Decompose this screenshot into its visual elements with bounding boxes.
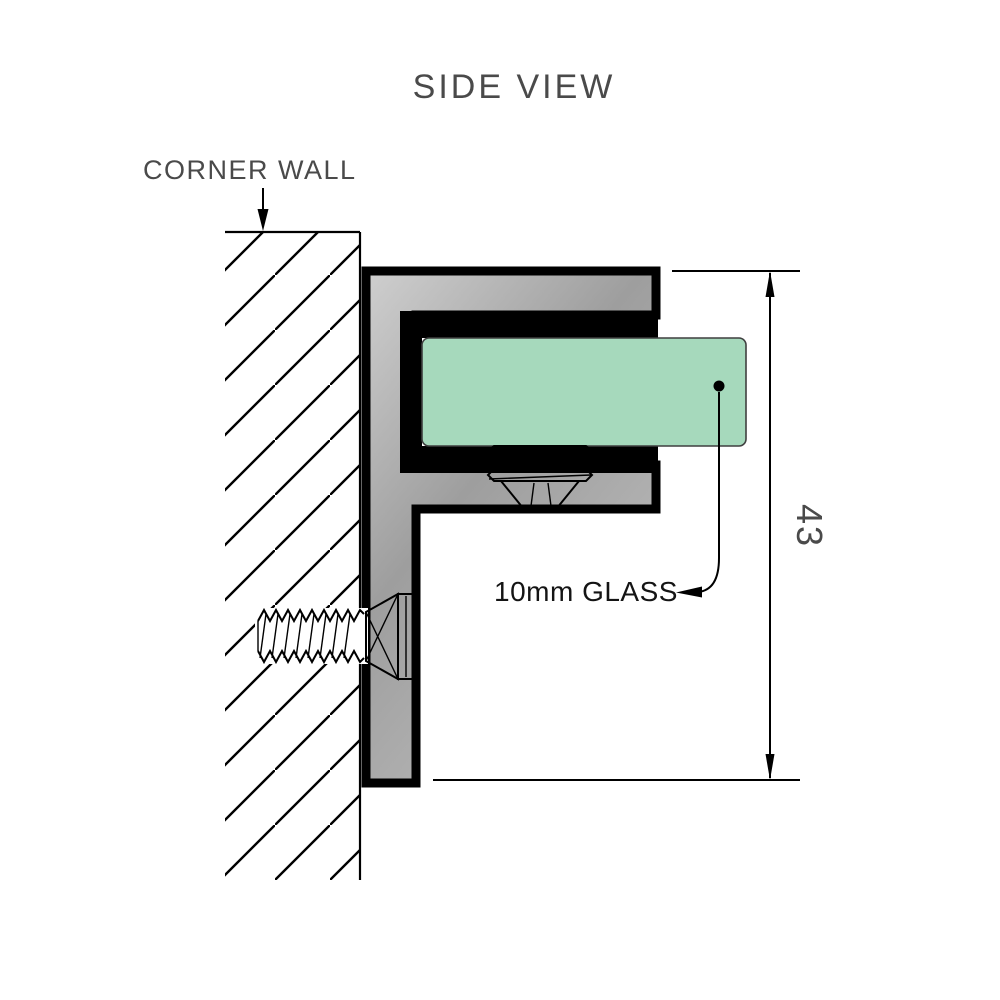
wall-screw — [255, 592, 415, 681]
thread-line — [331, 613, 339, 659]
thread-line — [319, 613, 327, 659]
dimension-arrowhead-top-icon — [765, 271, 775, 297]
dimension-arrowhead-bottom-icon — [765, 754, 775, 780]
thread-line — [307, 613, 315, 659]
page-title: SIDE VIEW — [413, 68, 616, 106]
thread-line — [283, 613, 291, 659]
wall-section — [225, 230, 362, 880]
thread-line — [488, 463, 592, 469]
wall-screw-thread-top — [257, 607, 365, 624]
glass-clamp-bracket — [361, 266, 661, 788]
thread-line — [271, 613, 279, 659]
corner-wall-arrowhead-icon — [257, 209, 269, 231]
glass-callout-dot — [713, 380, 725, 392]
height-dimension: 43 — [433, 270, 830, 781]
thread-line — [488, 451, 592, 457]
screw-head-cross-line — [365, 593, 399, 662]
grub-screw-tip — [498, 480, 582, 509]
grub-screw-detail-line — [547, 482, 552, 507]
wall-screw-head-cap — [397, 593, 415, 680]
thread-line — [343, 613, 351, 659]
glass-label: 10mm GLASS — [494, 576, 678, 607]
wall-screw-thread-bottom — [257, 648, 365, 665]
glass-leader-line — [697, 392, 720, 593]
corner-wall-callout: CORNER WALL — [143, 155, 357, 231]
grub-screw — [486, 445, 594, 509]
thread-line — [295, 613, 303, 659]
screw-head-cross-line — [365, 611, 399, 680]
glass-leader-arrowhead-icon — [676, 586, 702, 598]
thread-line — [488, 474, 592, 480]
grub-screw-detail-line — [530, 482, 535, 507]
channel-gasket — [400, 311, 658, 473]
grub-screw-threads — [486, 445, 594, 482]
corner-wall-label: CORNER WALL — [143, 155, 357, 185]
thread-line — [259, 613, 267, 659]
glass-panel — [421, 337, 747, 447]
glass-callout: 10mm GLASS — [494, 380, 725, 607]
wall-hatching — [225, 232, 360, 880]
dimension-value: 43 — [789, 504, 830, 548]
